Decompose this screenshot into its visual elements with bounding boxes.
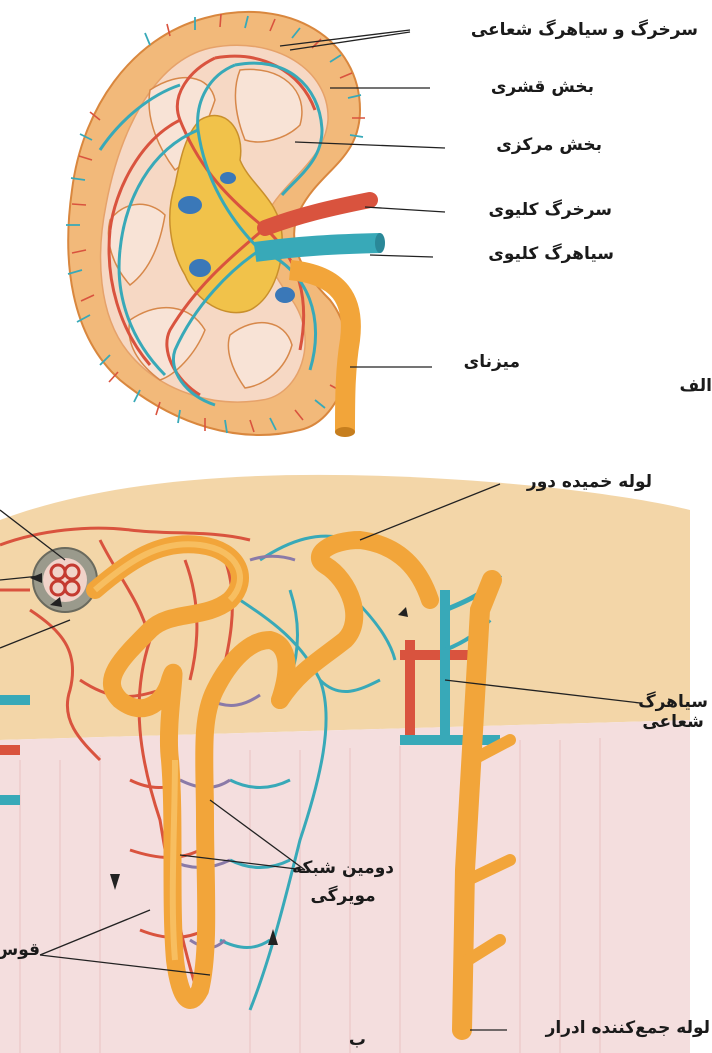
panel-letter-a: الف bbox=[680, 376, 712, 396]
label-renal-vein: سیاهرگ کلیوی bbox=[488, 244, 614, 264]
panel-letter-b: ب bbox=[349, 1030, 366, 1050]
label-second-capillary-line1: دومین شبکه bbox=[292, 858, 394, 878]
label-medulla: بخش مرکزی bbox=[496, 135, 602, 155]
label-second-capillary-line2: مویرگی bbox=[292, 886, 394, 906]
nephron-illustration bbox=[0, 475, 690, 1053]
label-cortex: بخش قشری bbox=[491, 77, 594, 97]
label-radial-vein-line2: شعاعی bbox=[638, 712, 708, 732]
label-arcuate-vessels: سرخرگ و سیاهرگ شعاعی bbox=[471, 20, 698, 40]
kidney-illustration bbox=[66, 12, 385, 437]
label-radial-vein: سیاهرگ شعاعی bbox=[638, 692, 708, 733]
label-distal-tubule: لوله خمیده دور bbox=[527, 472, 652, 492]
label-ureter: میزنای bbox=[464, 352, 520, 372]
label-radial-vein-line1: سیاهرگ bbox=[638, 692, 708, 712]
label-collecting-duct: لوله جمع‌کننده ادرار bbox=[546, 1018, 710, 1038]
label-second-capillary: دومین شبکه مویرگی bbox=[292, 858, 394, 907]
label-renal-artery: سرخرگ کلیوی bbox=[489, 200, 612, 220]
glomerulus bbox=[33, 548, 97, 612]
renal-vein bbox=[255, 243, 380, 252]
label-loop-partial: قوس bbox=[0, 940, 40, 960]
